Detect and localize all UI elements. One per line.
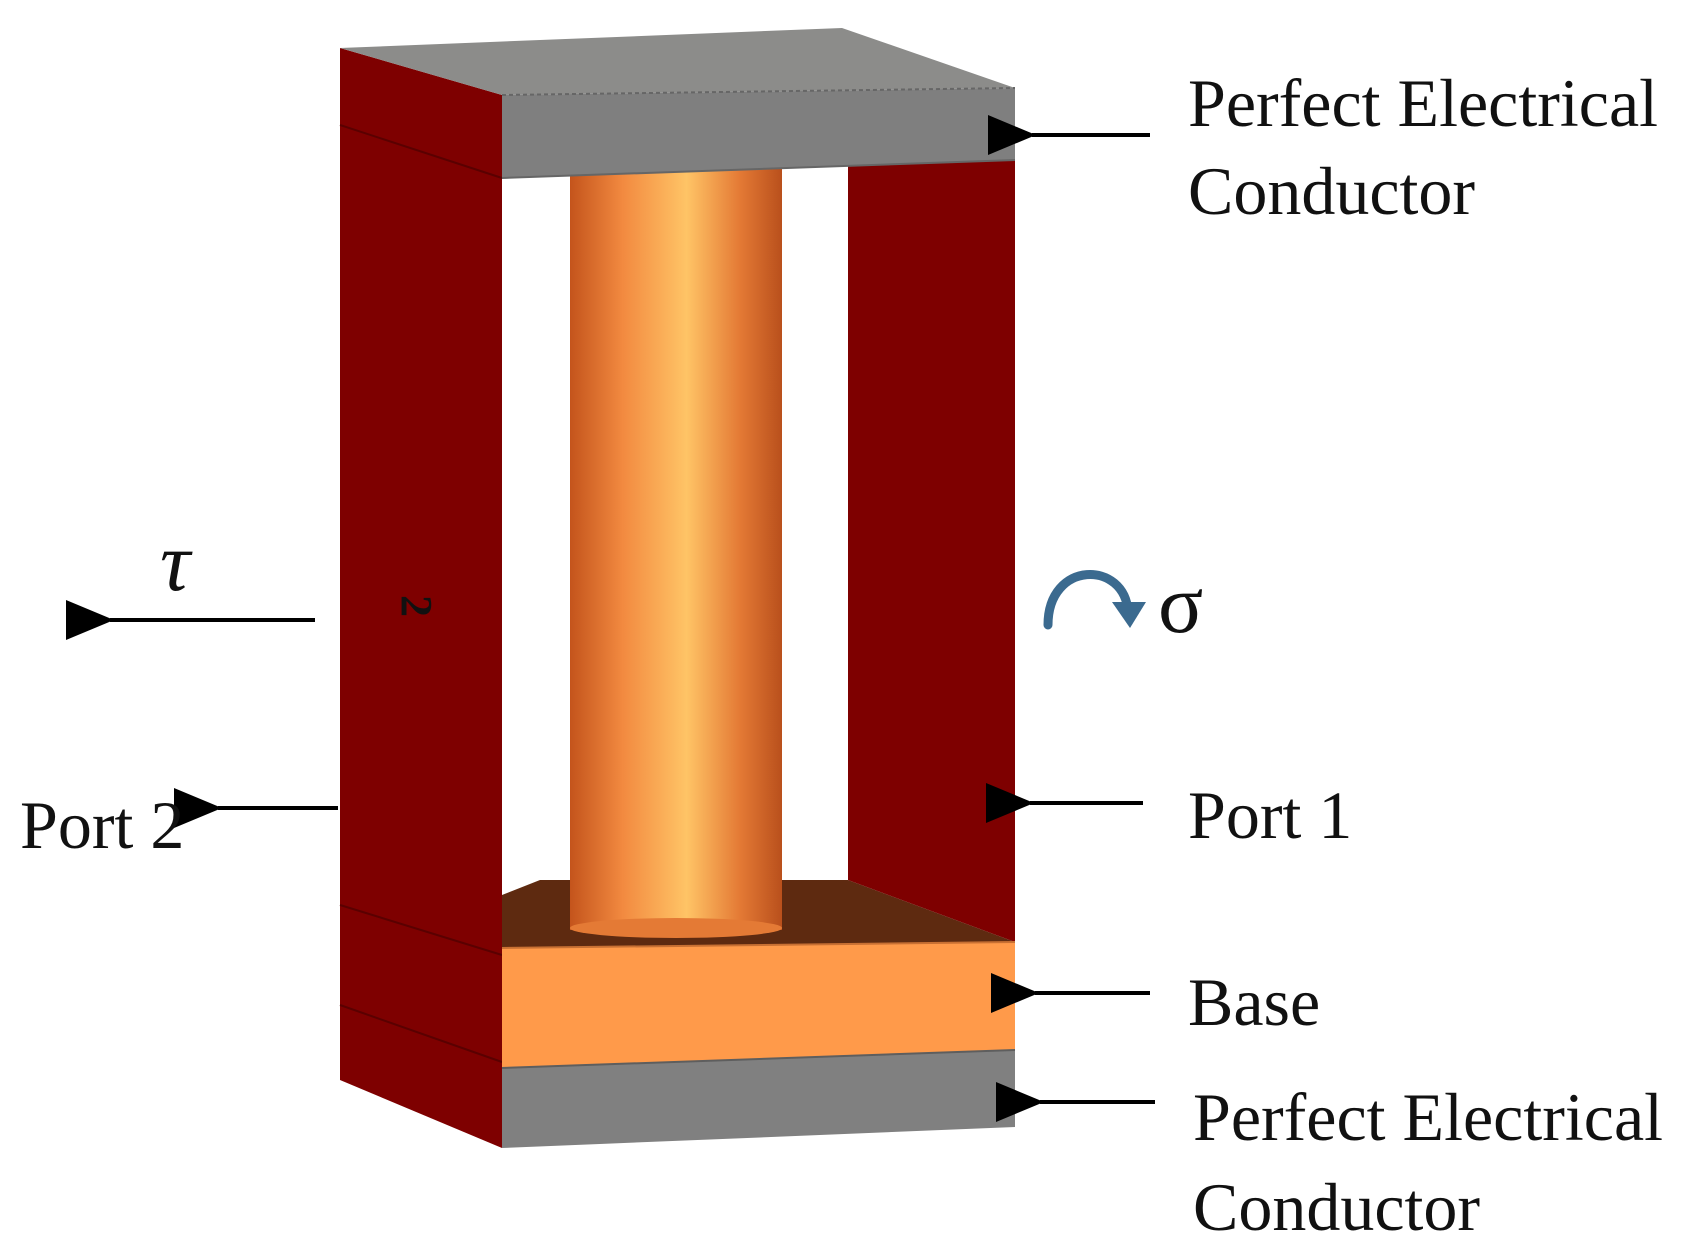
label-base: Base — [1188, 964, 1320, 1040]
base-slab-edge — [501, 941, 1016, 949]
label-sigma: σ — [1158, 558, 1203, 651]
port2-wall-edge-line — [339, 1004, 503, 1063]
sigma-rotation-arrowhead — [1112, 602, 1146, 628]
base-slab — [502, 942, 1015, 1068]
top-pec-edge — [501, 87, 1016, 96]
bottom-pec-plate — [502, 1050, 1015, 1148]
cylinder-body — [570, 168, 782, 930]
port2-wall-edge-line — [339, 124, 503, 179]
label-pec-bottom-line2: Conductor — [1193, 1169, 1480, 1245]
label-port1: Port 1 — [1188, 777, 1352, 853]
top-pec-top-face — [340, 28, 1015, 95]
top-pec-front-face — [502, 88, 1015, 178]
port2-wall-edge-line — [339, 904, 503, 956]
port2-wall — [340, 48, 502, 1148]
face-number-label: 2 — [392, 595, 441, 617]
label-pec-top-line2: Conductor — [1188, 153, 1475, 229]
label-pec-top-line1: Perfect Electrical — [1188, 65, 1658, 141]
sigma-rotation-arrow — [1043, 570, 1133, 630]
label-port2: Port 2 — [20, 787, 184, 863]
label-pec-bottom-line1: Perfect Electrical — [1193, 1079, 1663, 1155]
bottom-pec-edge — [501, 1049, 1016, 1069]
cylinder-bottom — [570, 918, 782, 938]
port1-wall — [848, 160, 1015, 942]
top-pec-edge — [501, 159, 1016, 179]
label-tau: τ — [160, 516, 193, 609]
